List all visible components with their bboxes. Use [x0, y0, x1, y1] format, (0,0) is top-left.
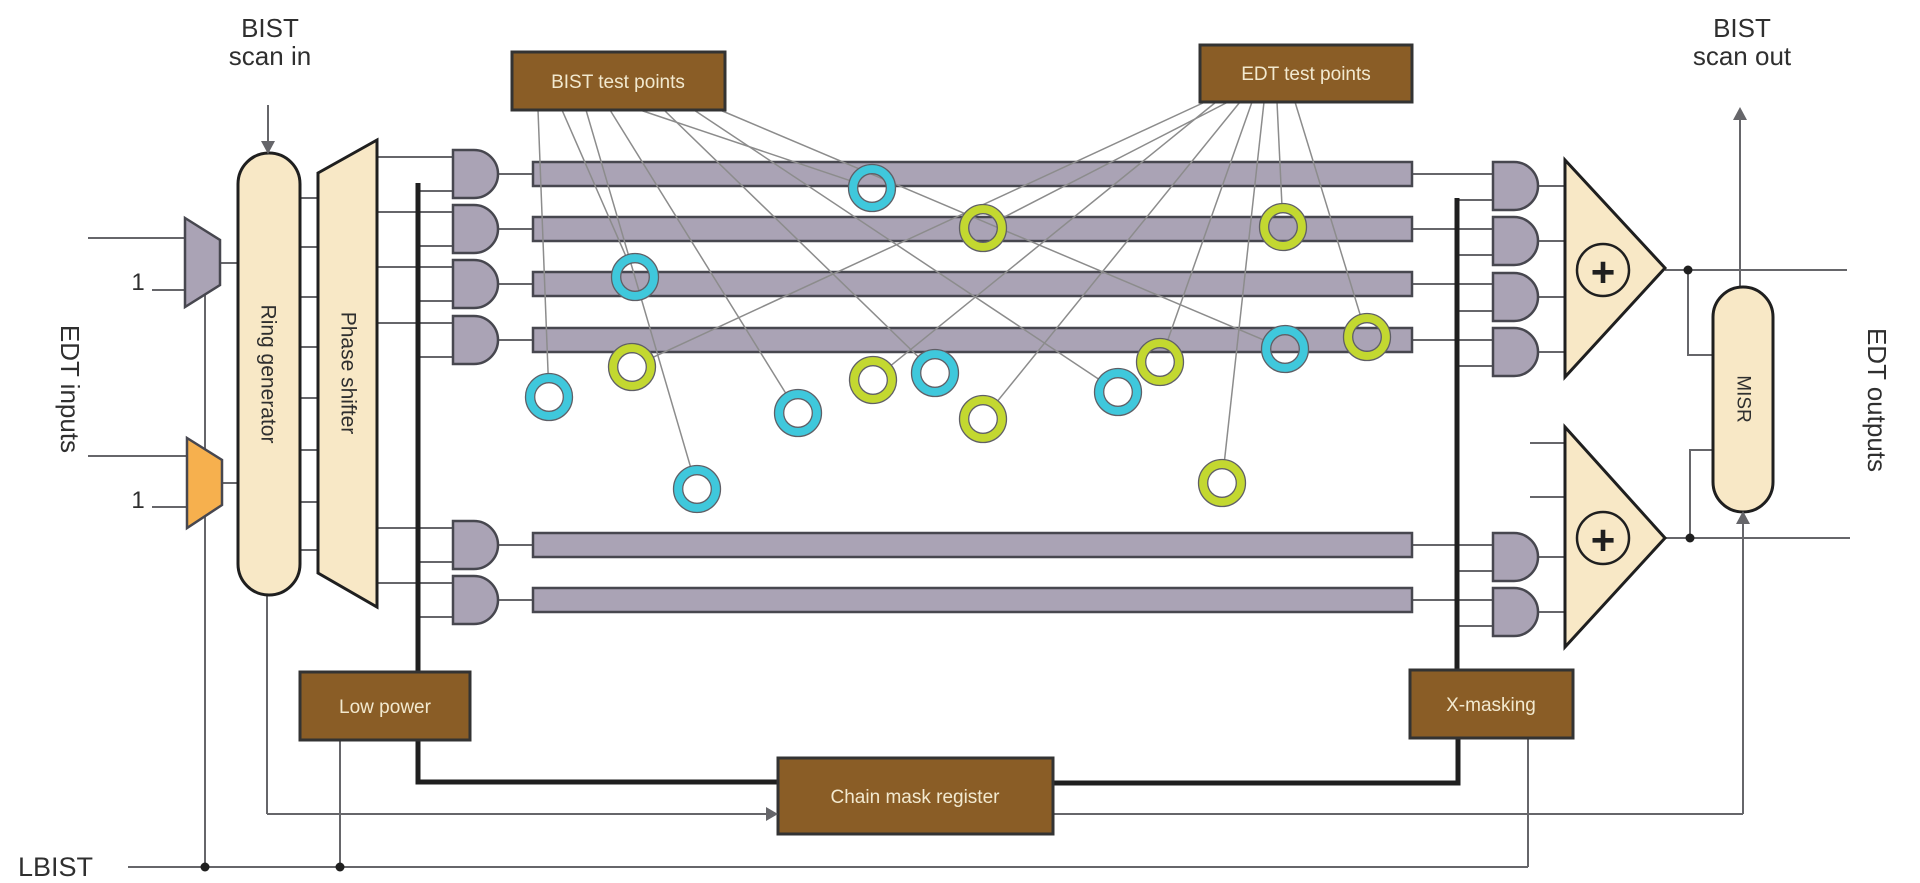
chain-mask-register-label: Chain mask register	[831, 787, 1001, 808]
test-point-link	[1276, 101, 1283, 207]
scan-chain-6	[531, 586, 1414, 614]
test-point-link	[1223, 101, 1265, 463]
bist-test-point	[910, 348, 960, 398]
bist-test-points-label: BIST test points	[551, 72, 685, 93]
bist-test-point	[1093, 367, 1143, 417]
edt-test-points-box	[1198, 43, 1414, 104]
and-gate-right-4	[1491, 326, 1540, 378]
edt-test-point	[958, 203, 1008, 253]
signal-wires	[88, 105, 1850, 868]
edt-outputs-label: EDT outputs	[1862, 328, 1892, 472]
test-point-link	[663, 109, 921, 359]
test-points-layer	[524, 101, 1392, 514]
edt-test-point	[607, 342, 657, 392]
edt-test-point	[1342, 312, 1392, 362]
mux-const-bottom-label: 1	[131, 487, 144, 514]
edt-test-point	[958, 394, 1008, 444]
x-masking-label: X-masking	[1446, 695, 1536, 716]
test-point-link	[537, 109, 549, 377]
bist-test-point	[672, 464, 722, 514]
and-gate-right-3	[1491, 271, 1540, 323]
low-power-box	[298, 670, 472, 742]
low-power-label: Low power	[339, 697, 432, 718]
scan-chain-1	[531, 160, 1414, 188]
xor-plus-bottom-label: +	[1591, 517, 1616, 564]
bist-scan-out-label-1: BIST	[1713, 13, 1771, 43]
and-gate-left-6	[451, 574, 500, 626]
ring-generator-label: Ring generator	[257, 305, 280, 444]
chain-mask-register-box	[776, 756, 1055, 836]
edt-test-point	[848, 355, 898, 405]
test-point-link	[1294, 101, 1362, 318]
and-gate-left-1	[451, 148, 500, 200]
bist-scan-in-label-2: scan in	[229, 41, 311, 71]
test-point-link	[888, 101, 1217, 368]
xor-plus-top-label: +	[1591, 249, 1616, 296]
phase-shifter-label: Phase shifter	[337, 312, 360, 435]
edt-inputs-label: EDT inputs	[55, 325, 85, 453]
and-gate-right-6	[1491, 586, 1540, 638]
and-gate-left-5	[451, 519, 500, 571]
edt-test-points-label: EDT test points	[1241, 64, 1371, 85]
bist-test-point	[524, 372, 574, 422]
chain-mask-arrowhead	[766, 807, 778, 821]
mux-const-top-label: 1	[131, 269, 144, 296]
xor-icon	[1575, 242, 1631, 298]
edt-test-point	[1258, 202, 1308, 252]
junction-dot	[1683, 265, 1693, 275]
scan-out-arrowhead	[1733, 107, 1747, 120]
phase-shifter-block	[316, 137, 379, 610]
and-gate-right-2	[1491, 215, 1540, 267]
edt-test-point	[1135, 337, 1185, 387]
scan-chain-3	[531, 270, 1414, 298]
scan-chain-5	[531, 531, 1414, 559]
bist-test-point	[847, 163, 897, 213]
scan-in-arrowhead	[261, 141, 275, 154]
junction-dot	[200, 862, 210, 872]
edt-input-mux-top	[183, 215, 222, 310]
test-point-link	[561, 109, 628, 259]
xor-icon	[1575, 510, 1631, 566]
test-point-link	[1001, 101, 1229, 220]
and-gate-right-1	[1491, 160, 1540, 212]
bist-test-point	[1260, 324, 1310, 374]
misr-label: MISR	[1733, 375, 1754, 423]
bist-test-point	[610, 252, 660, 302]
junction-dot	[335, 862, 345, 872]
and-gate-right-5	[1491, 531, 1540, 583]
chain-mask-bus	[415, 183, 1461, 786]
bist-scan-in-label-1: BIST	[241, 13, 299, 43]
xor-compactor-bottom	[1563, 423, 1668, 651]
test-point-link	[1166, 101, 1253, 343]
bist-test-point	[773, 388, 823, 438]
test-point-link	[693, 109, 1101, 381]
and-gate-left-4	[451, 314, 500, 366]
edt-test-point	[1197, 458, 1247, 508]
test-point-link	[585, 109, 692, 470]
lbist-label: LBIST	[18, 852, 93, 882]
bist-scan-out-label-2: scan out	[1693, 41, 1792, 71]
ring-generator-block	[236, 151, 302, 597]
and-gate-left-3	[451, 258, 500, 310]
xor-compactor-top	[1563, 156, 1668, 381]
and-gate-left-2	[451, 203, 500, 255]
test-point-link	[609, 109, 788, 396]
bist-test-points-box	[510, 50, 727, 112]
junction-dot	[1685, 533, 1695, 543]
x-masking-box	[1408, 668, 1575, 740]
test-point-link	[650, 101, 1206, 359]
test-point-link	[995, 101, 1241, 404]
misr-input-arrowhead	[1736, 511, 1750, 524]
test-point-link	[719, 109, 1266, 342]
edt-input-mux-bottom	[185, 435, 224, 531]
